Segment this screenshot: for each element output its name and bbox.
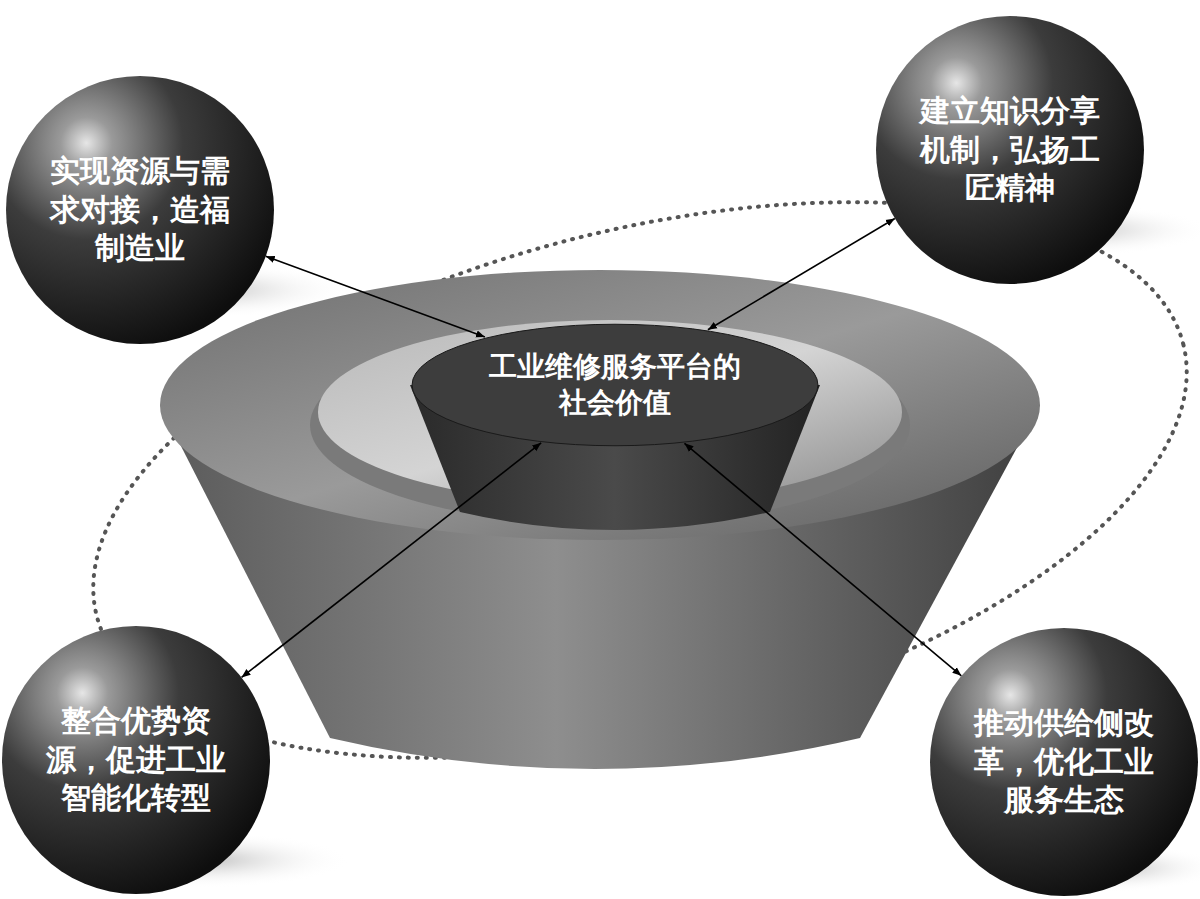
double-arrow	[684, 443, 961, 676]
cup-top-ellipse	[410, 323, 820, 447]
value-sphere: 整合优势资源，促进工业智能化转型	[2, 626, 270, 894]
double-arrow	[242, 443, 542, 678]
value-sphere: 实现资源与需求对接，造福制造业	[6, 76, 274, 344]
value-sphere: 建立知识分享机制，弘扬工匠精神	[876, 16, 1144, 284]
double-arrow	[266, 256, 485, 337]
sphere-label: 整合优势资源，促进工业智能化转型	[43, 702, 229, 817]
sphere-label: 推动供给侧改革，优化工业服务生态	[971, 704, 1157, 819]
value-sphere: 推动供给侧改革，优化工业服务生态	[930, 628, 1198, 896]
cone-rim	[160, 270, 1040, 540]
center-title: 工业维修服务平台的社会价值	[484, 349, 746, 421]
center-ellipse: 工业维修服务平台的社会价值	[410, 323, 820, 447]
sphere-label: 实现资源与需求对接，造福制造业	[47, 152, 233, 267]
double-arrow	[708, 219, 895, 330]
sphere-label: 建立知识分享机制，弘扬工匠精神	[917, 92, 1103, 207]
